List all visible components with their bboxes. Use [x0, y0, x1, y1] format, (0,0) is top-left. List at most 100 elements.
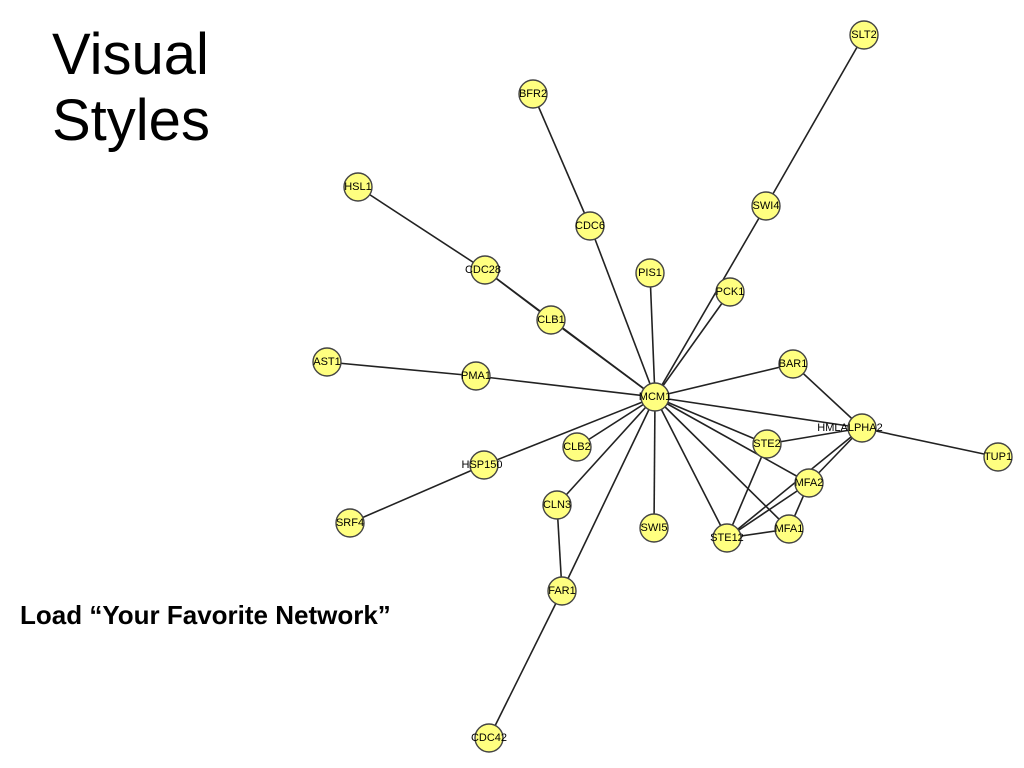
- node-label: SLT2: [851, 29, 876, 41]
- node-clb2[interactable]: CLB2: [562, 432, 592, 462]
- node-label: TUP1: [984, 451, 1012, 463]
- node-circle: [547, 576, 577, 606]
- edge-mcm1-clb2: [576, 396, 656, 448]
- node-pma1[interactable]: PMA1: [461, 361, 491, 391]
- node-cdc28[interactable]: CDC28: [465, 255, 501, 285]
- node-label: MCM1: [639, 391, 671, 403]
- node-circle: [847, 413, 877, 443]
- slide-subtitle: Load “Your Favorite Network”: [20, 600, 391, 630]
- edge-bar1-mcm1: [654, 363, 794, 398]
- node-pck1[interactable]: PCK1: [715, 277, 745, 307]
- edge-mcm1-hsp150: [483, 396, 656, 466]
- node-circle: [343, 172, 373, 202]
- node-label: SWI5: [641, 522, 668, 534]
- node-cdc6[interactable]: CDC6: [575, 211, 605, 241]
- node-circle: [794, 468, 824, 498]
- node-label: CLN3: [543, 499, 571, 511]
- node-slt2[interactable]: SLT2: [849, 20, 879, 50]
- node-circle: [849, 20, 879, 50]
- node-label: PMA1: [461, 370, 491, 382]
- edge-pck1-mcm1: [654, 291, 731, 398]
- edge-mfa2-ste12: [726, 482, 810, 539]
- node-bar1[interactable]: BAR1: [778, 349, 808, 379]
- node-circle: [536, 305, 566, 335]
- node-srf4[interactable]: SRF4: [335, 508, 365, 538]
- node-label: STE2: [753, 438, 781, 450]
- node-label: CDC42: [471, 732, 507, 744]
- node-mfa1[interactable]: MFA1: [774, 514, 804, 544]
- node-tup1[interactable]: TUP1: [983, 442, 1013, 472]
- edge-hsl1-cdc28: [357, 186, 486, 271]
- node-label: PIS1: [638, 267, 662, 279]
- node-circle: [461, 361, 491, 391]
- edge-bar1-hmlalpha2: [792, 363, 863, 429]
- node-label: HMLALPHA2: [817, 422, 882, 434]
- edge-cdc6-mcm1: [589, 225, 656, 398]
- node-circle: [751, 191, 781, 221]
- edge-clb1-mcm1: [550, 319, 656, 398]
- node-label: CDC6: [575, 220, 605, 232]
- node-label: FAR1: [548, 585, 576, 597]
- node-cln3[interactable]: CLN3: [542, 490, 572, 520]
- node-hmlalpha2[interactable]: HMLALPHA2: [817, 413, 883, 443]
- edge-bfr2-cdc6: [532, 93, 591, 227]
- edge-mcm1-ste12: [654, 396, 728, 539]
- edge-mcm1-cln3: [556, 396, 656, 506]
- node-cdc42[interactable]: CDC42: [471, 723, 507, 753]
- node-circle: [983, 442, 1013, 472]
- node-ast1[interactable]: AST1: [312, 347, 342, 377]
- node-label: HSL1: [344, 181, 372, 193]
- edge-mcm1-far1: [561, 396, 656, 592]
- node-swi5[interactable]: SWI5: [639, 513, 669, 543]
- slide-title-line-1: Visual: [52, 22, 209, 87]
- slide-title-line-2: Styles: [52, 88, 210, 153]
- node-circle: [469, 450, 499, 480]
- node-label: STE12: [710, 532, 744, 544]
- edge-hsp150-srf4: [349, 464, 485, 524]
- node-label: AST1: [313, 356, 341, 368]
- edge-pma1-mcm1: [475, 375, 656, 398]
- node-mcm1[interactable]: MCM1: [639, 382, 671, 412]
- edge-mcm1-swi5: [653, 396, 656, 529]
- node-circle: [635, 258, 665, 288]
- node-circle: [474, 723, 504, 753]
- node-far1[interactable]: FAR1: [547, 576, 577, 606]
- node-circle: [715, 277, 745, 307]
- node-label: BAR1: [779, 358, 808, 370]
- node-circle: [774, 514, 804, 544]
- node-bfr2[interactable]: BFR2: [518, 79, 548, 109]
- node-pis1[interactable]: PIS1: [635, 258, 665, 288]
- node-circle: [575, 211, 605, 241]
- edge-pis1-mcm1: [649, 272, 656, 398]
- node-label: MFA1: [775, 523, 804, 535]
- edge-mcm1-ste2: [654, 396, 768, 445]
- node-clb1[interactable]: CLB1: [536, 305, 566, 335]
- node-circle: [712, 523, 742, 553]
- node-label: SRF4: [336, 517, 364, 529]
- node-label: PCK1: [716, 286, 745, 298]
- node-label: HSP150: [462, 459, 503, 471]
- node-label: MFA2: [795, 477, 824, 489]
- node-circle: [640, 382, 670, 412]
- node-circle: [542, 490, 572, 520]
- edge-slt2-swi4: [765, 34, 865, 207]
- node-swi4[interactable]: SWI4: [751, 191, 781, 221]
- edge-ast1-pma1: [326, 361, 477, 377]
- node-circle: [518, 79, 548, 109]
- edge-hmlalpha2-tup1: [861, 427, 999, 458]
- node-label: BFR2: [519, 88, 547, 100]
- node-ste12[interactable]: STE12: [710, 523, 744, 553]
- edge-ste2-ste12: [726, 443, 768, 539]
- node-label: CLB1: [537, 314, 565, 326]
- node-hsl1[interactable]: HSL1: [343, 172, 373, 202]
- edge-swi4-mcm1: [654, 205, 767, 398]
- node-hsp150[interactable]: HSP150: [462, 450, 503, 480]
- edge-far1-cdc42: [488, 590, 563, 739]
- node-ste2[interactable]: STE2: [752, 429, 782, 459]
- node-circle: [470, 255, 500, 285]
- node-circle: [562, 432, 592, 462]
- node-circle: [639, 513, 669, 543]
- node-mfa2[interactable]: MFA2: [794, 468, 824, 498]
- node-circle: [778, 349, 808, 379]
